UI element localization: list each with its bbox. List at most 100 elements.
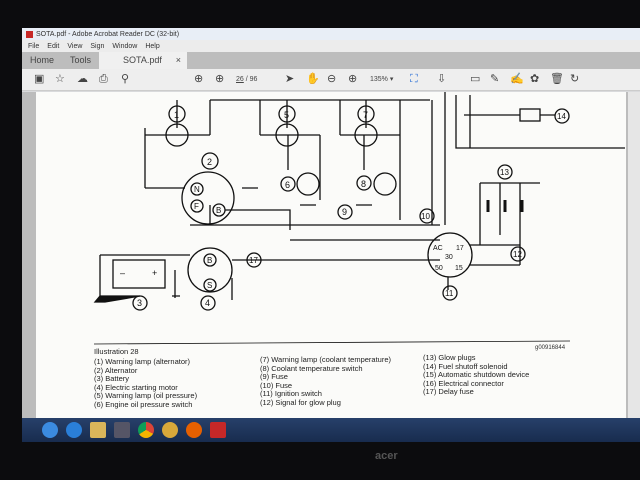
label-13: 13 (500, 168, 509, 177)
terminal-starter-s: S (207, 281, 212, 290)
scrolling-mode-icon[interactable]: ⇩ (437, 73, 447, 85)
taskbar (22, 418, 640, 442)
firefox-icon[interactable] (186, 422, 202, 438)
caption-item: (14) Fuel shutoff solenoid (423, 361, 508, 371)
terminal-n: N (194, 185, 200, 194)
highlight-pen-icon[interactable]: ✎ (490, 73, 500, 85)
caption-item: (2) Alternator (94, 365, 138, 375)
wiring-diagram: 1 5 7 2 N F B 6 8 9 10 11 AC 17 30 50 15… (93, 90, 625, 351)
internet-explorer-icon[interactable] (66, 422, 82, 438)
coolant-switch-8: 8 (356, 172, 397, 196)
caption-item: (9) Fuse (260, 372, 288, 382)
caption-item: (12) Signal for glow plug (260, 397, 341, 407)
print-icon[interactable]: ⎙ (99, 73, 108, 85)
menu-help[interactable]: Help (145, 42, 160, 50)
page-current-input[interactable]: 26 (236, 76, 244, 83)
upload-cloud-icon[interactable]: ☁ (77, 73, 88, 85)
comment-icon[interactable]: ▭ (470, 73, 481, 85)
label-8: 8 (361, 179, 366, 189)
window-title: SOTA.pdf - Adobe Acrobat Reader DC (32-b… (36, 30, 180, 38)
menu-view[interactable]: View (67, 42, 83, 50)
tab-document[interactable]: SOTA.pdf × (99, 52, 188, 69)
document-area: 1 5 7 2 N F B 6 8 9 10 11 AC 17 30 50 15… (22, 90, 640, 418)
label-11: 11 (445, 289, 454, 298)
label-7: 7 (363, 110, 368, 120)
label-1: 1 (174, 110, 179, 120)
label-5: 5 (284, 110, 289, 120)
menu-file[interactable]: File (28, 42, 40, 50)
terminal-starter-b: B (207, 256, 212, 265)
acrobat-taskbar-icon[interactable] (210, 422, 226, 438)
sign-icon[interactable]: ✍ (510, 73, 524, 85)
warning-lamp-7: 7 (354, 105, 378, 147)
zoom-out-icon[interactable]: ⊖ (327, 73, 337, 85)
glow-signal-12: 12 (510, 246, 526, 262)
fit-page-icon[interactable]: ⛶ (410, 73, 418, 85)
menu-window[interactable]: Window (112, 42, 138, 50)
caption-item: (15) Automatic shutdown device (423, 370, 530, 380)
hand-tool-icon[interactable]: ✋ (306, 73, 320, 85)
caption-divider (93, 340, 571, 345)
stamp-icon[interactable]: ✿ (530, 73, 540, 85)
chrome-icon[interactable] (138, 422, 154, 438)
tab-home[interactable]: Home (30, 55, 55, 65)
terminal-50: 50 (435, 265, 443, 272)
ignition-switch-11: 11 AC 17 30 50 15 (427, 232, 473, 301)
menu-edit[interactable]: Edit (47, 42, 60, 50)
zoom-level: 135% (370, 76, 388, 83)
svg-text:–: – (120, 268, 125, 278)
warning-lamp-5: 5 (275, 105, 299, 147)
file-explorer-icon[interactable] (90, 422, 106, 438)
terminal-15: 15 (455, 265, 463, 272)
start-button-icon[interactable] (42, 422, 58, 438)
label-6: 6 (285, 180, 290, 190)
search-icon[interactable]: ⚲ (121, 73, 130, 85)
terminal-f: F (194, 202, 199, 211)
caption-item: (17) Delay fuse (423, 387, 474, 397)
label-12: 12 (513, 250, 522, 259)
glow-plugs-13: 13 (486, 164, 524, 212)
zoom-level-select[interactable]: 135% ▾ (370, 76, 394, 83)
caption-item: (5) Warning lamp (oil pressure) (94, 391, 198, 401)
tab-close-icon[interactable]: × (175, 55, 182, 65)
caption-column-2: (7) Warning lamp (coolant temperature)(8… (260, 355, 392, 408)
caption-item: (7) Warning lamp (coolant temperature) (260, 355, 392, 364)
screen: SOTA.pdf - Adobe Acrobat Reader DC (32-b… (22, 28, 640, 442)
page-total: 96 (249, 76, 258, 83)
label-2: 2 (207, 157, 212, 167)
caption-title: Illustration 28 (94, 347, 139, 356)
media-player-icon[interactable] (114, 422, 130, 438)
previous-page-icon[interactable]: ⊕ (194, 73, 204, 85)
menu-bar: File Edit View Sign Window Help (22, 40, 640, 52)
tab-tools[interactable]: Tools (70, 55, 92, 65)
caption-item: (3) Battery (94, 374, 130, 384)
oil-pressure-switch-6: 6 (280, 172, 320, 196)
menu-sign[interactable]: Sign (90, 42, 105, 50)
terminal-17: 17 (456, 245, 464, 252)
alternator-2: 2 N F B (181, 152, 235, 225)
battery-3: –+3 (112, 259, 166, 311)
page-separator: / (245, 76, 248, 83)
next-page-icon[interactable]: ⊕ (215, 73, 225, 85)
caption-item: (11) Ignition switch (260, 389, 322, 399)
save-icon[interactable]: ▣ (34, 73, 45, 85)
rotate-icon[interactable]: ↻ (570, 73, 580, 85)
vertical-scrollbar[interactable] (628, 92, 640, 418)
svg-text:+: + (152, 268, 157, 278)
caption-item: (10) Fuse (260, 380, 293, 390)
fuse-10: 10 (419, 208, 435, 224)
caption-item: (4) Electric starting motor (94, 382, 178, 392)
label-9: 9 (342, 207, 347, 217)
app-icon[interactable] (162, 422, 178, 438)
caption-item: (8) Coolant temperature switch (260, 363, 363, 373)
bookmark-star-icon[interactable]: ☆ (55, 73, 65, 85)
figure-id: g00916844 (535, 345, 566, 351)
zoom-in-icon[interactable]: ⊕ (348, 73, 358, 85)
select-cursor-icon[interactable]: ➤ (285, 73, 295, 85)
title-bar: SOTA.pdf - Adobe Acrobat Reader DC (32-b… (22, 28, 640, 40)
wiring-lines (93, 90, 625, 303)
page-indicator[interactable]: 26 / 96 (236, 73, 257, 86)
label-10: 10 (421, 212, 430, 221)
tab-document-label: SOTA.pdf (123, 55, 162, 65)
delete-icon[interactable]: 🗑 (550, 73, 564, 85)
